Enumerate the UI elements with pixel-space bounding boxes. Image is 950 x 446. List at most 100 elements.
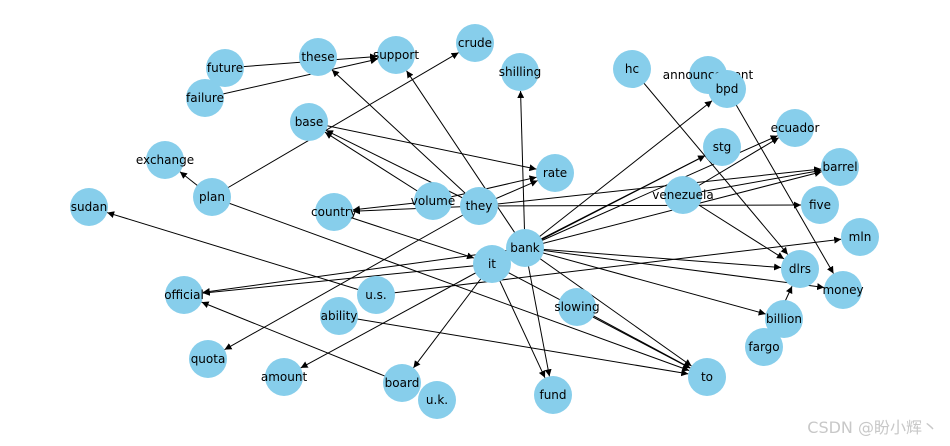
edge-ability-to [338, 315, 689, 377]
node-circle [165, 276, 203, 314]
node-board: board [383, 364, 421, 402]
edge-volume-base [324, 131, 434, 202]
node-label: future [207, 61, 243, 75]
edge-base-rate [308, 121, 537, 172]
edge-bank-to [524, 247, 692, 367]
edge-venezuela-dlrs [682, 194, 785, 260]
node-label: fund [539, 388, 566, 402]
node-label: fargo [748, 340, 779, 354]
node-hc: hc [613, 50, 651, 88]
node-these: these [299, 38, 337, 76]
node-label: quota [191, 352, 226, 366]
edge-us-sudan [107, 211, 377, 296]
node-label: u.k. [426, 393, 448, 407]
node-future: future [206, 49, 244, 87]
node-label: barrel [822, 160, 857, 174]
node-circle [824, 271, 862, 309]
node-circle [315, 193, 353, 231]
node-label: base [295, 115, 324, 129]
node-label: failure [186, 91, 224, 105]
edge-us-mln [375, 236, 842, 296]
node-label: official [164, 288, 204, 302]
node-label: they [466, 199, 493, 213]
node-circle [703, 128, 741, 166]
node-exchange: exchange [136, 141, 194, 179]
edge-slowing-to [576, 306, 691, 369]
node-amount: amount [261, 358, 308, 396]
edge-bank-support [406, 70, 526, 249]
node-label: plan [199, 190, 225, 204]
node-circle [776, 109, 814, 147]
node-circle [377, 36, 415, 74]
node-label: rate [543, 166, 567, 180]
node-circle [186, 79, 224, 117]
node-circle [841, 218, 879, 256]
node-circle [781, 250, 819, 288]
node-to: to [688, 358, 726, 396]
edge-they-five [478, 201, 802, 209]
node-label: exchange [136, 153, 194, 167]
node-billion: billion [765, 300, 803, 338]
node-label: sudan [71, 200, 107, 214]
node-money: money [822, 271, 864, 309]
edge-bank-bpd [524, 100, 713, 249]
node-stg: stg [703, 128, 741, 166]
node-label: slowing [554, 300, 599, 314]
node-us: u.s. [357, 276, 395, 314]
node-label: ability [321, 309, 358, 323]
node-circle [821, 148, 859, 186]
edge-venezuela-barrel [682, 168, 822, 196]
node-circle [536, 154, 574, 192]
node-circle [688, 358, 726, 396]
edge-hc-dlrs [631, 68, 789, 255]
node-circle [534, 376, 572, 414]
node-circle [299, 38, 337, 76]
node-circle [506, 229, 544, 267]
node-label: support [373, 48, 419, 62]
node-circle [357, 276, 395, 314]
edge-it-board [413, 263, 493, 369]
node-circle [414, 182, 452, 220]
edge-it-amount [300, 263, 493, 369]
edge-bank-fund [524, 247, 552, 377]
node-ability: ability [320, 297, 358, 335]
node-circle [765, 300, 803, 338]
node-fund: fund [534, 376, 572, 414]
edge-they-these [331, 69, 480, 207]
node-five: five [801, 186, 839, 224]
edge-plan-crude [211, 52, 459, 198]
edge-bank-billion [524, 247, 766, 316]
node-circle [745, 328, 783, 366]
node-quota: quota [189, 340, 227, 378]
node-circle [418, 381, 456, 419]
edge-bank-money [524, 247, 825, 291]
edge-it-official [202, 263, 493, 296]
node-official: official [164, 276, 204, 314]
node-venezuela: venezuela [652, 176, 714, 214]
node-label: crude [458, 36, 492, 50]
node-they: they [460, 187, 498, 225]
node-label: amount [261, 370, 308, 384]
node-circle [265, 358, 303, 396]
node-label: u.s. [365, 288, 387, 302]
node-barrel: barrel [821, 148, 859, 186]
node-label: these [301, 50, 334, 64]
node-label: ecuador [771, 121, 820, 135]
node-label: hc [625, 62, 639, 76]
node-circle [383, 364, 421, 402]
edge-they-barrel [478, 166, 822, 207]
edge-it-fund [491, 263, 546, 378]
edge-country-it [333, 211, 475, 260]
edge-failure-support [204, 57, 378, 99]
node-label: mln [849, 230, 872, 244]
node-dlrs: dlrs [781, 250, 819, 288]
node-it: it [473, 245, 511, 283]
node-ecuador: ecuador [771, 109, 820, 147]
node-rate: rate [536, 154, 574, 192]
node-label: bank [510, 241, 540, 255]
node-uk: u.k. [418, 381, 456, 419]
node-failure: failure [186, 79, 224, 117]
node-label: volume [411, 194, 455, 208]
node-circle [501, 53, 539, 91]
edge-they-base [325, 129, 480, 207]
